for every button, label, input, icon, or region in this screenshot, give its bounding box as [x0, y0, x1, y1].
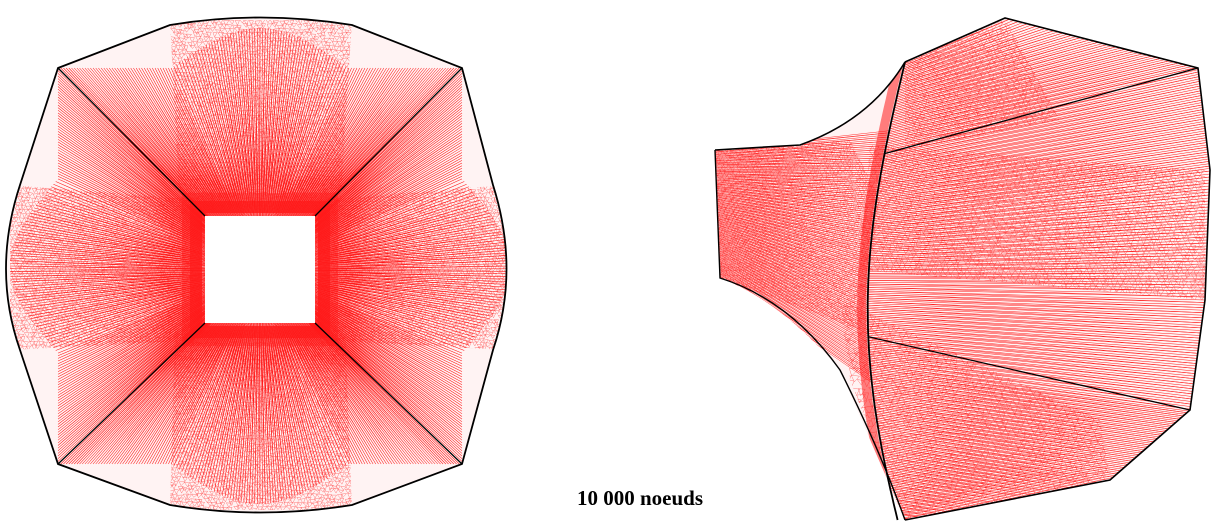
mesh-square-opening — [205, 216, 315, 323]
caption-node-count: 10 000 noeuds — [576, 486, 704, 510]
mesh-front-view — [5, 16, 508, 514]
mesh-perspective-view — [714, 17, 1211, 521]
